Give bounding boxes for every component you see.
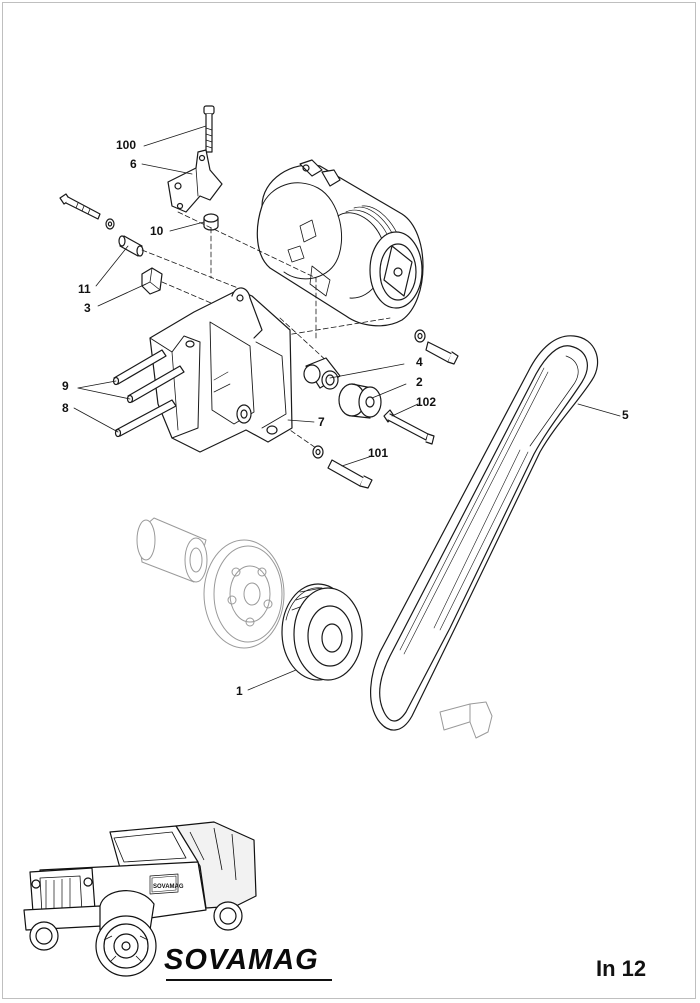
- leader-lines: [73, 125, 621, 691]
- callout-10: 10: [150, 224, 164, 238]
- callout-5: 5: [622, 408, 629, 422]
- bushing-11: [118, 235, 144, 257]
- brand-underline: [166, 979, 332, 981]
- bolt-100: [203, 105, 215, 153]
- callout-102: 102: [416, 395, 436, 409]
- callout-7: 7: [318, 415, 325, 429]
- pin-8: [114, 399, 177, 438]
- bolt-compressor: [414, 329, 459, 365]
- truck-illustration: SOVAMAG: [23, 821, 257, 977]
- truck-grille-text: SOVAMAG: [153, 884, 184, 890]
- callout-9: 9: [62, 379, 69, 393]
- ac-compressor: [256, 159, 424, 327]
- idler-pulley-2: [338, 383, 382, 419]
- callout-labels: 100 6 10 11 3 4 2 102 5 9 8 7 101 1: [62, 138, 629, 698]
- bolt-upper-left: [59, 193, 115, 230]
- belt-5: [370, 335, 599, 731]
- callout-1: 1: [236, 684, 243, 698]
- ghost-parts: [136, 517, 493, 739]
- callout-11: 11: [78, 282, 91, 296]
- bolt-101: [312, 445, 373, 489]
- bolt-102: [383, 409, 435, 445]
- callout-6: 6: [130, 157, 137, 171]
- callout-8: 8: [62, 401, 69, 415]
- callout-4: 4: [416, 355, 423, 369]
- page-code: In 12: [596, 956, 647, 981]
- spacer-10: [203, 213, 219, 231]
- mounting-bracket-7: [149, 287, 293, 453]
- bracket-6: [167, 149, 223, 213]
- callout-100: 100: [116, 138, 136, 152]
- callout-2: 2: [416, 375, 423, 389]
- callout-101: 101: [368, 446, 388, 460]
- callout-3: 3: [84, 301, 91, 315]
- crank-pulley-1: [281, 583, 363, 681]
- brand-logo: SOVAMAG: [164, 944, 334, 984]
- brand-name: SOVAMAG: [164, 944, 319, 976]
- bushing-4: [303, 357, 341, 390]
- block-3: [141, 267, 163, 295]
